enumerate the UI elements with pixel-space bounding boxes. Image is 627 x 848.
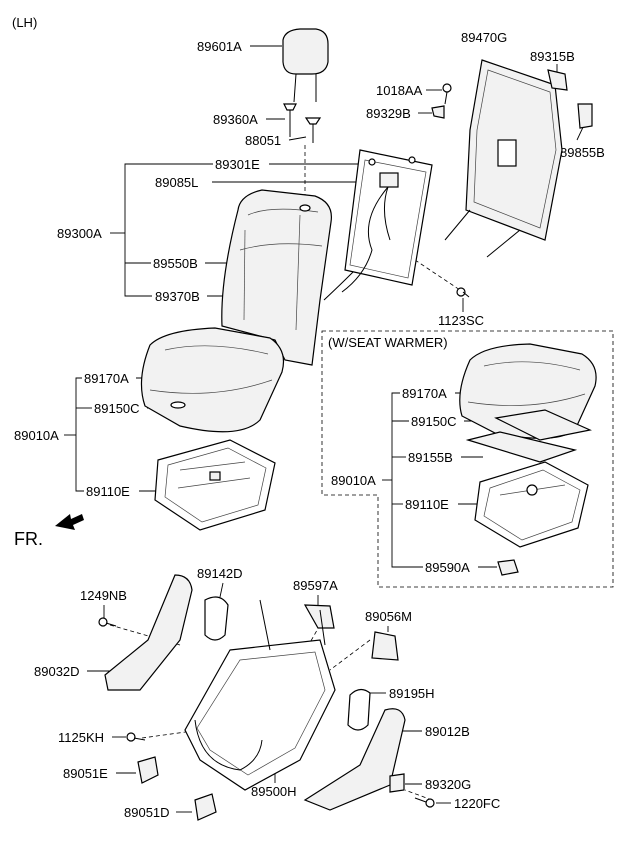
- screw-low: [414, 797, 435, 808]
- label-track: 89500H: [251, 784, 297, 799]
- label-shield-right: 89012B: [425, 724, 470, 739]
- seat-track: [184, 599, 336, 791]
- label-cap-b: 89051D: [124, 805, 170, 820]
- cushion-frame: [154, 439, 276, 531]
- label-bracket: 89855B: [560, 145, 605, 160]
- label-w-cushion-frame: 89110E: [405, 497, 449, 512]
- w-cushion-pad: [494, 409, 592, 441]
- label-back-cover: 89550B: [153, 256, 198, 271]
- label-w-heater: 89155B: [408, 450, 453, 465]
- label-headrest: 89601A: [197, 39, 242, 54]
- bracket: [577, 103, 593, 129]
- label-screw: 1123SC: [438, 313, 484, 328]
- fr-label: FR.: [14, 529, 43, 549]
- bolt-top: [442, 83, 452, 105]
- label-w-module: 89590A: [425, 560, 470, 575]
- headrest: [282, 28, 329, 103]
- label-w-cushion-assy: 89010A: [331, 473, 376, 488]
- warmer-box-title: (W/SEAT WARMER): [328, 335, 448, 350]
- label-back-board: 89470G: [461, 30, 507, 45]
- label-cover-rear: 89056M: [365, 609, 412, 624]
- seat-cushion: [140, 327, 285, 433]
- cover-rear: [371, 631, 399, 661]
- label-clip-a: 89329B: [366, 106, 411, 121]
- cap-a: [137, 756, 159, 784]
- back-frame: [341, 149, 433, 293]
- hook: [547, 69, 568, 91]
- label-cushion-cover: 89170A: [84, 371, 129, 386]
- label-guide-b: 88051: [245, 133, 281, 148]
- label-w-cushion-cover: 89170A: [402, 386, 447, 401]
- label-w-cushion-pad: 89150C: [411, 414, 457, 429]
- warmer-box-outline: [321, 330, 614, 588]
- shield-left: [104, 574, 193, 691]
- label-back-pad: 89085L: [155, 175, 198, 190]
- label-screw-low: 1220FC: [454, 796, 500, 811]
- bolt-side: [98, 617, 117, 627]
- clip-a: [431, 105, 445, 119]
- label-shield-left: 89032D: [34, 664, 80, 679]
- cover-ring: [347, 688, 371, 731]
- variant-label: (LH): [12, 15, 37, 30]
- shield-right: [303, 708, 406, 811]
- leader-lines: [64, 45, 586, 813]
- label-hook: 89315B: [530, 49, 575, 64]
- w-cushion-frame: [474, 461, 589, 548]
- w-module: [497, 559, 519, 576]
- bolt-low: [126, 732, 146, 742]
- label-cushion-assy: 89010A: [14, 428, 59, 443]
- cap-b: [194, 793, 217, 821]
- label-cover-ring: 89195H: [389, 686, 435, 701]
- label-bolt-top: 1018AA: [376, 83, 423, 98]
- label-cushion-pad: 89150C: [94, 401, 140, 416]
- label-shield-inner: 89142D: [197, 566, 243, 581]
- front-arrow-icon: [55, 514, 84, 530]
- screw: [456, 287, 470, 298]
- cover-front: [303, 604, 335, 629]
- label-back-assy: 89300A: [57, 226, 102, 241]
- shield-inner: [204, 596, 229, 641]
- headrest-guide-a: [283, 103, 297, 137]
- seat-back: [221, 189, 371, 366]
- alignment-lines: [109, 145, 461, 801]
- label-knob: 89320G: [425, 777, 471, 792]
- label-bolt-side: 1249NB: [80, 588, 127, 603]
- w-heater: [465, 431, 578, 463]
- back-board: [444, 59, 563, 258]
- label-guide-a: 89360A: [213, 112, 258, 127]
- knob: [389, 773, 405, 793]
- label-cap-a: 89051E: [63, 766, 108, 781]
- label-cover-front: 89597A: [293, 578, 338, 593]
- label-cushion-frame: 89110E: [86, 484, 130, 499]
- label-bolt-low: 1125KH: [58, 730, 104, 745]
- headrest-guide-b: [304, 117, 322, 143]
- label-back-trim: 89370B: [155, 289, 200, 304]
- label-back-frame: 89301E: [215, 157, 260, 172]
